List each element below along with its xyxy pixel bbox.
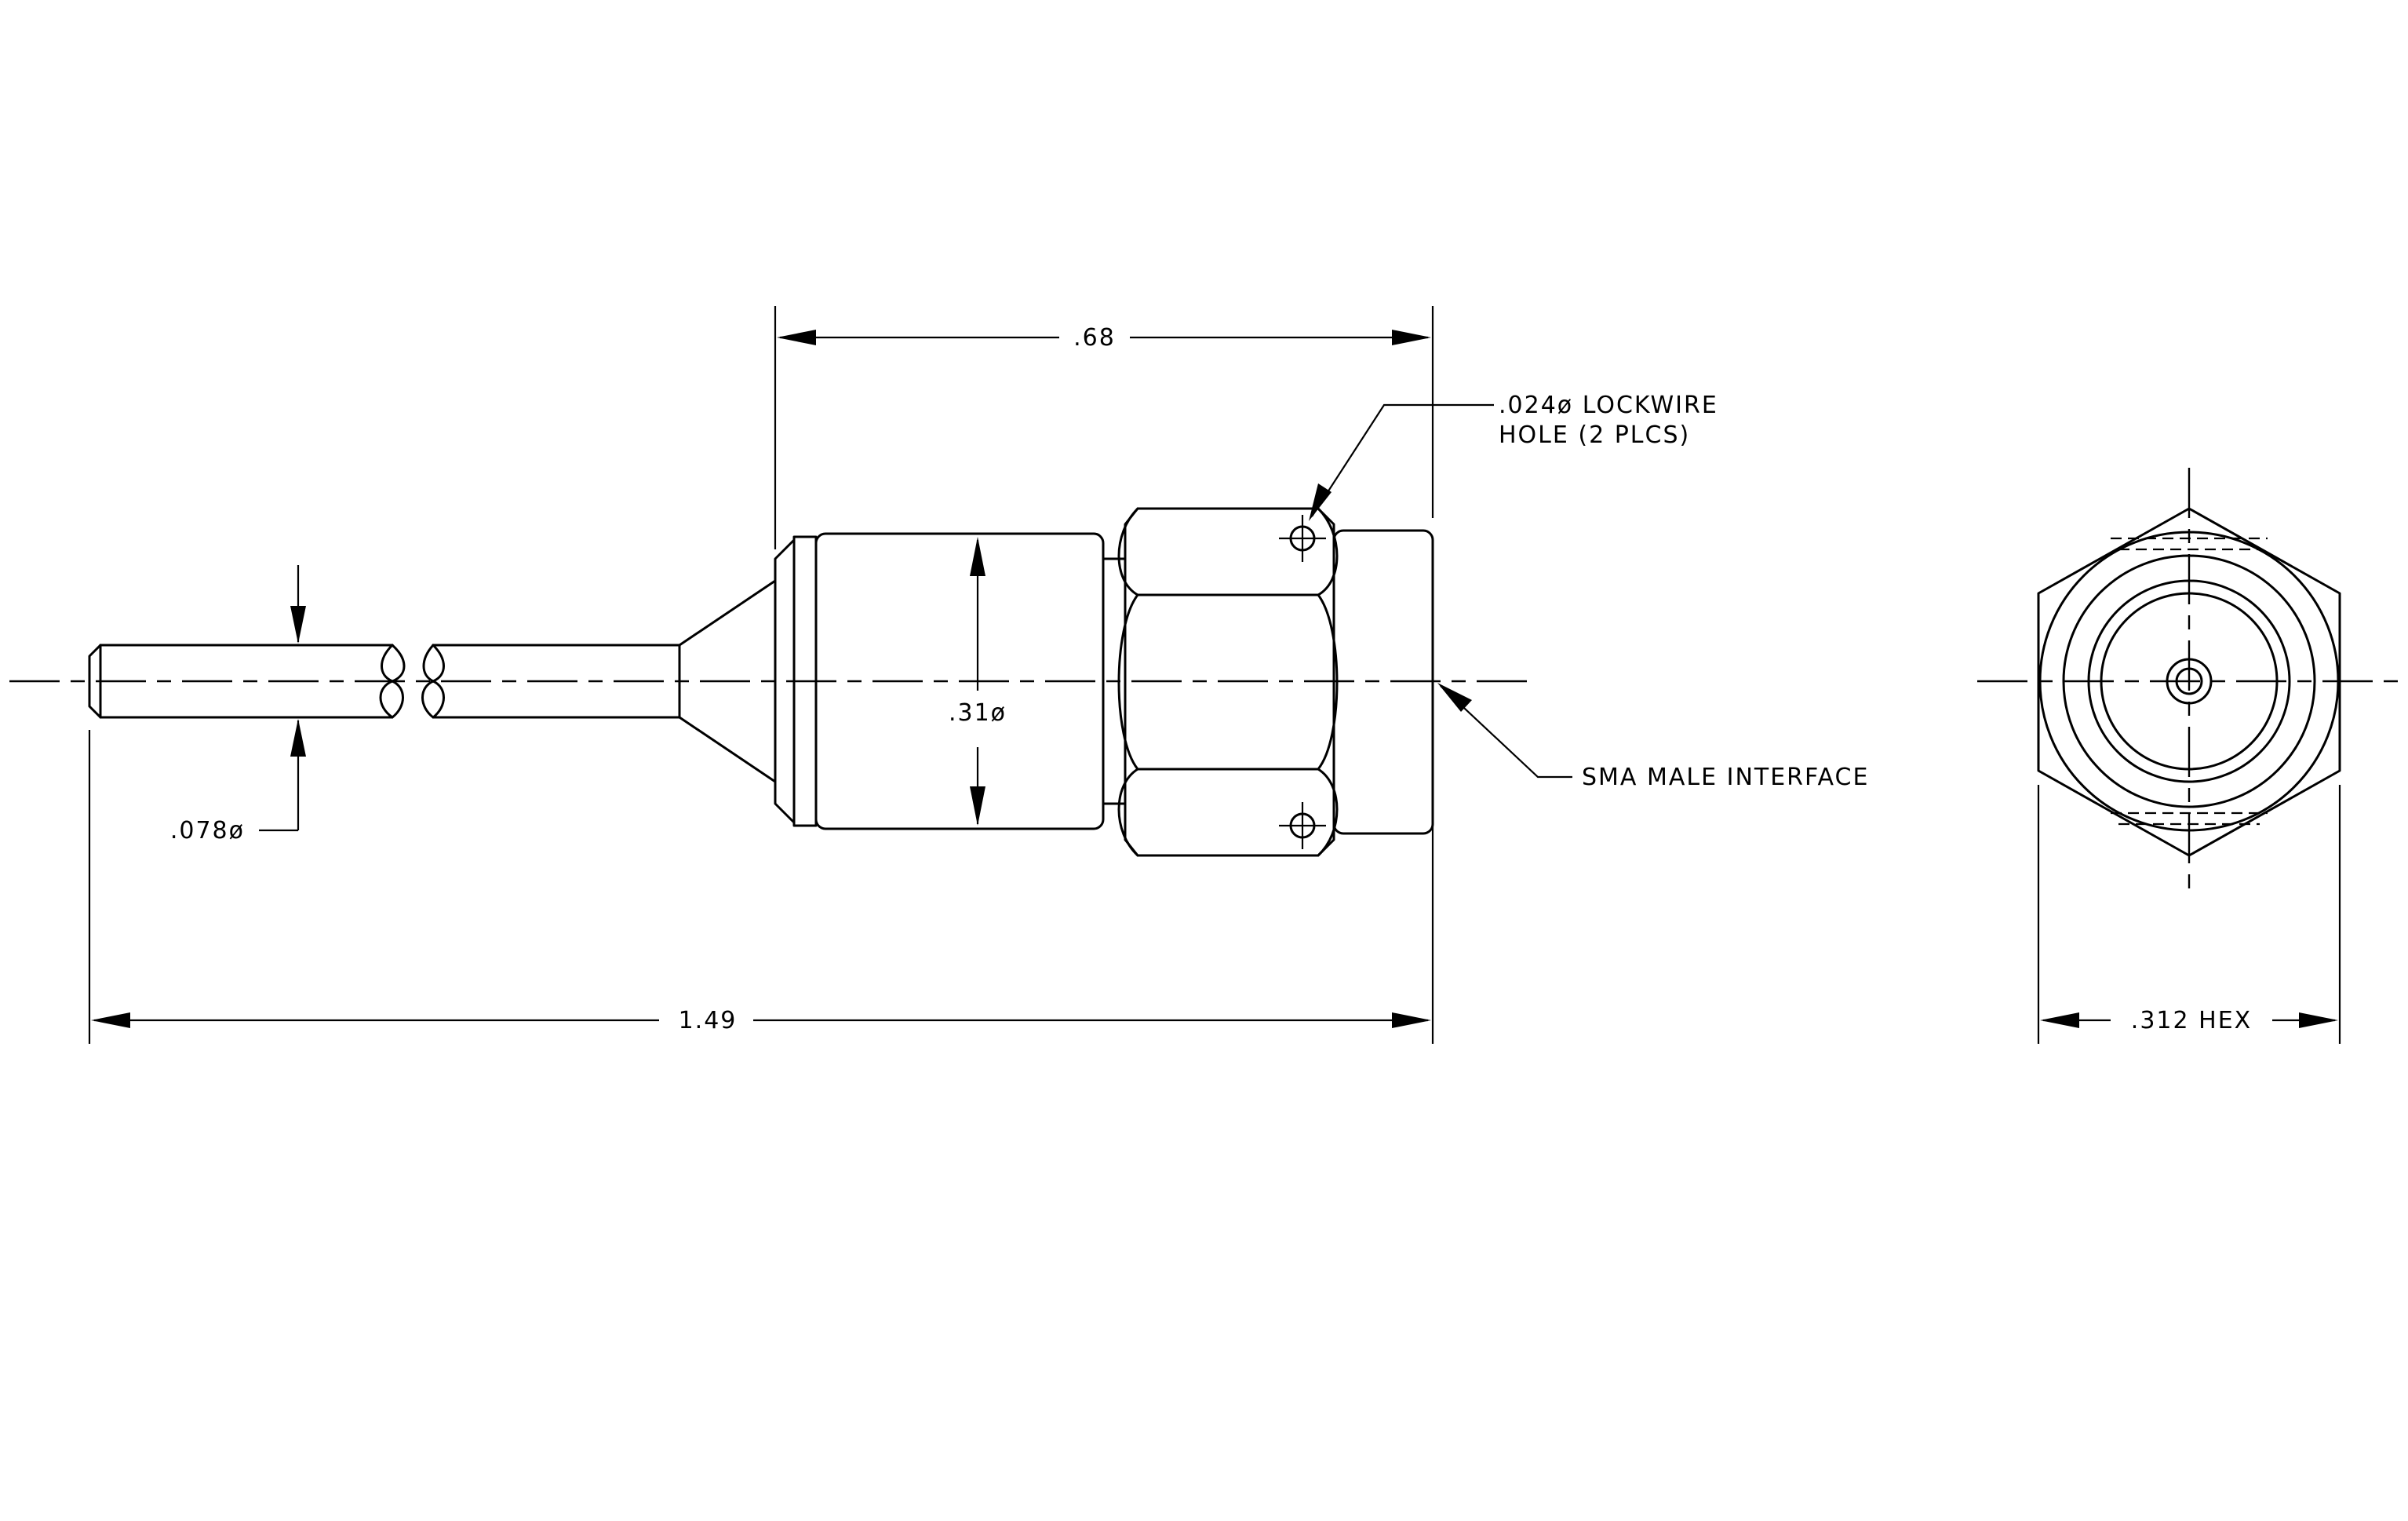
body-diameter-dimension: .31ø (949, 699, 1007, 727)
side-dimensions: .68 .31ø .078ø 1.49 .024ø LOCKWIRE HOLE … (88, 306, 1869, 1044)
side-view (9, 507, 1530, 857)
cable (88, 644, 681, 719)
lockwire-callout-line1: .024ø LOCKWIRE (1499, 392, 1718, 419)
coupling-front (1332, 529, 1434, 835)
outer-coupling-circle (2038, 531, 2340, 832)
hex-outline (2037, 507, 2341, 857)
end-view (1977, 468, 2399, 892)
interface-callout: SMA MALE INTERFACE (1582, 764, 1869, 791)
lockwire-hole-bottom (1279, 802, 1326, 849)
lockwire-hole-top (1279, 515, 1326, 562)
overall-length-dimension: .68 (1073, 324, 1116, 352)
total-length-dimension: 1.49 (679, 1007, 738, 1034)
center-pin (2175, 667, 2203, 695)
cable-diameter-dimension: .078ø (170, 817, 245, 844)
end-dimensions: .312 HEX (2037, 785, 2341, 1044)
lockwire-callout-line2: HOLE (2 PLCS) (1499, 421, 1690, 449)
hex-size-dimension: .312 HEX (2131, 1007, 2252, 1034)
